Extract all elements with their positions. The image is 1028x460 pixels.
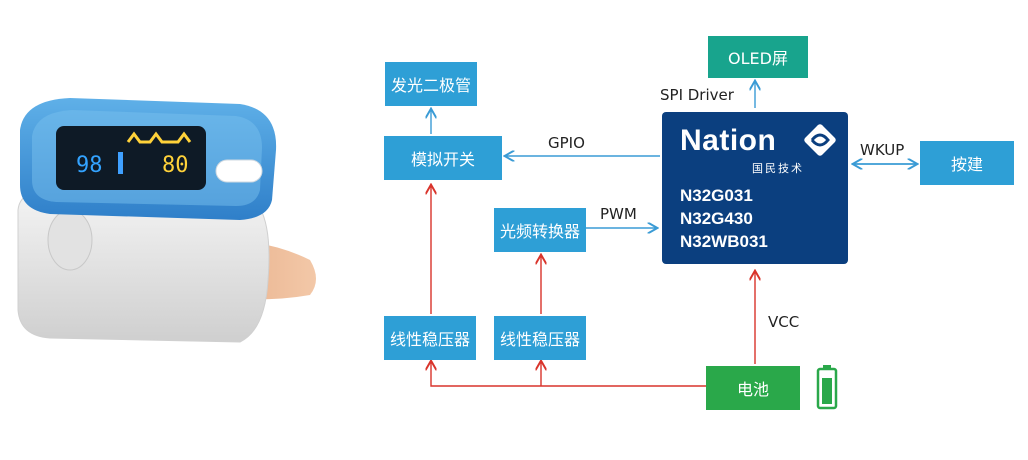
ldo-mid-box: 线性稳压器	[494, 316, 586, 360]
nation-logo-icon	[804, 124, 836, 156]
mcu-model: N32G430	[680, 209, 753, 228]
oled-box: OLED屏	[708, 36, 808, 78]
pulse-oximeter-illustration: 98 80	[17, 98, 316, 343]
device-reading-right: 80	[162, 153, 189, 178]
battery-power-bus	[431, 362, 706, 387]
wkup-label: WKUP	[860, 141, 905, 159]
battery-icon	[816, 365, 838, 410]
mcu-model: N32WB031	[680, 232, 768, 251]
gpio-label: GPIO	[548, 134, 585, 152]
mcu-model: N32G031	[680, 186, 753, 205]
analog-switch-box: 模拟开关	[384, 136, 502, 180]
photo-converter-box: 光频转换器	[494, 208, 586, 252]
spi-label: SPI Driver	[660, 86, 734, 104]
button-box: 按建	[920, 141, 1014, 185]
mcu-models: N32G031 N32G430 N32WB031	[680, 184, 768, 253]
vcc-label: VCC	[768, 313, 800, 331]
mcu-brand: Nation	[680, 124, 777, 157]
mcu-brand-cn: 国民技术	[752, 162, 804, 175]
ldo-left-box: 线性稳压器	[384, 316, 476, 360]
device-reading-left: 98	[76, 153, 103, 178]
led-box: 发光二极管	[385, 62, 477, 106]
mcu-block: Nation 国民技术 N32G031 N32G430 N32WB031	[662, 112, 848, 264]
battery-box: 电池	[706, 366, 800, 410]
pwm-label: PWM	[600, 205, 637, 223]
